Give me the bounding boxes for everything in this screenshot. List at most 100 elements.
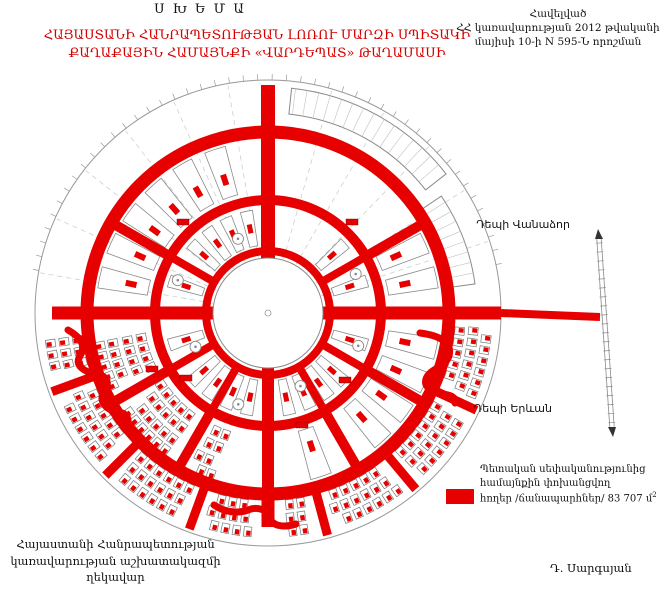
apartment-block [204,145,239,201]
house-footprint [44,338,57,349]
house-footprint [461,359,474,370]
house-footprint [154,378,168,392]
house-footprint [390,483,404,498]
house-footprint [150,418,164,432]
annex-note: Հավելված ՀՀ կառավարության 2012 թվականի մ… [448,8,668,50]
house-footprint [140,351,154,364]
house-footprint [426,429,441,443]
house-footprint [77,400,91,413]
house-footprint [209,519,220,532]
central-point [264,309,272,317]
house-footprint [137,342,150,354]
legend-line-3: հողեր /ճանապարհներ/ 83 707 մ2 [480,490,657,504]
house-footprint [371,496,385,510]
house-footprint [348,478,361,492]
house-footprint [60,347,72,358]
house-footprint [73,390,86,402]
house-footprint [419,438,434,452]
house-footprint [338,483,351,497]
map-legend: Պետական սեփականությունից համայնքին փոխան… [446,463,668,506]
house-footprint [152,399,166,413]
house-footprint [447,359,460,371]
house-footprint [94,340,106,351]
survey-line [40,272,213,304]
document-title-line-1: ՀԱՅԱՍՏԱՆԻ ՀԱՆՐԱՊԵՏՈՒԹՅԱՆ ԼՈՌՈՒ ՄԱՐԶԻ ՍՊԻ… [43,28,471,43]
house-footprint [112,357,125,369]
interstate-road [595,238,616,428]
house-footprint [102,437,116,451]
house-footprint [243,526,253,538]
house-footprint [284,498,295,510]
house-footprint [438,436,452,450]
house-footprint [152,465,166,479]
apartment-block [172,158,215,212]
radial-road [295,364,328,413]
house-footprint [359,488,372,501]
apartment-block [361,377,414,424]
house-footprint [219,428,232,442]
house-footprint [328,487,340,501]
house-footprint [458,369,471,382]
house-footprint [480,334,492,344]
house-footprint [476,356,489,367]
document-title: ՀԱՅԱՍՏԱՆԻ ՀԱՆՐԱՊԵՏՈՒԹՅԱՆ ԼՈՌՈՒ ՄԱՐԶԻ ՍՊԻ… [12,27,502,62]
house-footprint [143,458,157,472]
radial-road [363,365,428,408]
survey-line [85,170,225,279]
house-footprint [193,448,206,462]
house-footprint [402,437,416,451]
house-footprint [349,493,362,506]
house-footprint [83,410,97,423]
house-footprint [159,406,173,420]
house-footprint [110,426,125,440]
house-footprint [417,419,431,433]
house-footprint [227,496,238,509]
house-footprint [394,445,408,459]
radial-road [168,253,217,286]
house-footprint [107,338,119,349]
house-footprint [144,475,157,489]
house-footprint [404,454,418,468]
house-footprint [368,466,381,480]
building-tag [345,218,359,226]
house-footprint [126,354,140,367]
house-footprint [285,512,295,524]
radial-road [185,481,211,531]
document-title-line-2: ՔԱՂԱՔԱՅԻՆ ՀԱՄԱՅՆՔԻ «ՎԱՐԴԵՊԱՏ» ԹԱՂԱՄԱՍԻ [68,45,446,61]
house-footprint [135,468,148,483]
house-footprint [443,370,457,382]
house-footprint [182,408,196,422]
house-footprint [135,332,148,343]
house-footprint [452,337,464,348]
annex-line-3: մայիսի 10-ի N 595-Ն որոշման [474,35,642,48]
legend-superscript: 2 [652,490,657,499]
vanadzor-arrow-icon [595,229,603,239]
house-footprint [123,345,137,356]
annex-line-2: ՀՀ կառավարության 2012 թվականի [456,21,660,34]
house-footprint [412,446,426,460]
house-footprint [358,472,371,486]
house-footprint [62,358,75,370]
house-footprint [416,462,430,476]
legend-text: Պետական սեփականությունից համայնքին փոխան… [480,463,668,506]
radial-road [319,253,368,286]
survey-line [56,218,217,291]
signatory-title: Հայաստանի Հանրապետության կառավարության ա… [8,536,223,586]
house-footprint [450,417,464,431]
house-footprint [63,402,77,415]
house-footprint [74,421,88,435]
radial-road [208,364,241,413]
house-footprint [352,506,364,520]
house-footprint [378,476,392,490]
house-footprint [464,348,476,359]
house-footprint [109,348,122,359]
radial-road [168,340,217,373]
house-footprint [362,501,375,515]
house-footprint [174,401,188,416]
building-tag [179,374,193,382]
radial-road [430,385,479,415]
house-footprint [220,522,231,535]
vanadzor-label: Դեպի Վանաձոր [476,218,570,231]
building-tag [176,218,190,226]
